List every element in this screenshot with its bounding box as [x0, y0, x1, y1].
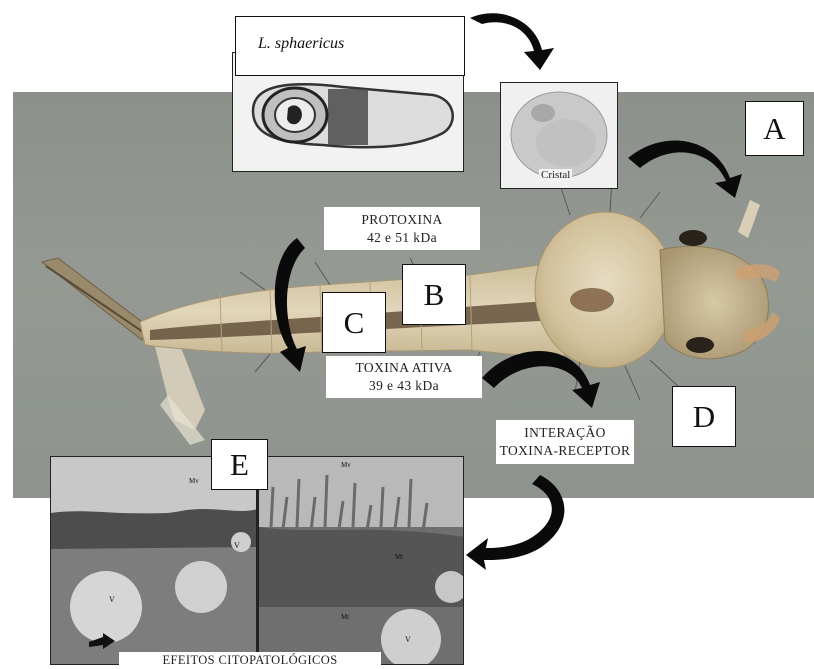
micrograph-label-mv-left: Mv — [189, 477, 199, 485]
species-label-box: L. sphaericus — [235, 16, 465, 76]
micrograph-label-v-left-1: V — [109, 595, 115, 604]
effects-label-box: EFEITOS CITOPATOLÓGICOS — [119, 652, 381, 669]
micrograph-label-v-right: V — [405, 635, 411, 644]
interaction-label: INTERAÇÃO — [524, 424, 606, 442]
micrograph-label-v-left-2: V — [234, 541, 240, 550]
interaction-label-2: TOXINA-RECEPTOR — [500, 442, 631, 460]
micrograph-label-mt-right-2: Mt — [341, 613, 349, 621]
protoxin-label-box: PROTOXINA 42 e 51 kDa — [324, 207, 480, 250]
step-a-label: A — [745, 101, 804, 156]
step-e-label: E — [211, 439, 268, 490]
species-label: L. sphaericus — [258, 35, 344, 53]
step-d-label: D — [672, 386, 736, 447]
effects-label: EFEITOS CITOPATOLÓGICOS — [162, 652, 337, 669]
micrograph-label-mv-right: Mv — [341, 461, 351, 469]
crystal-image: Cristal — [500, 82, 618, 189]
step-c-label: C — [322, 292, 386, 353]
micrograph-label-mt-right-1: Mt — [395, 553, 403, 561]
protoxin-label: PROTOXINA — [361, 211, 442, 229]
crystal-label: Cristal — [539, 169, 572, 181]
active-toxin-label: TOXINA ATIVA — [356, 359, 453, 377]
active-toxin-weight: 39 e 43 kDa — [369, 377, 439, 395]
active-toxin-label-box: TOXINA ATIVA 39 e 43 kDa — [326, 356, 482, 398]
step-b-label: B — [402, 264, 466, 325]
interaction-label-box: INTERAÇÃO TOXINA-RECEPTOR — [496, 420, 634, 464]
protoxin-weight: 42 e 51 kDa — [367, 229, 437, 247]
